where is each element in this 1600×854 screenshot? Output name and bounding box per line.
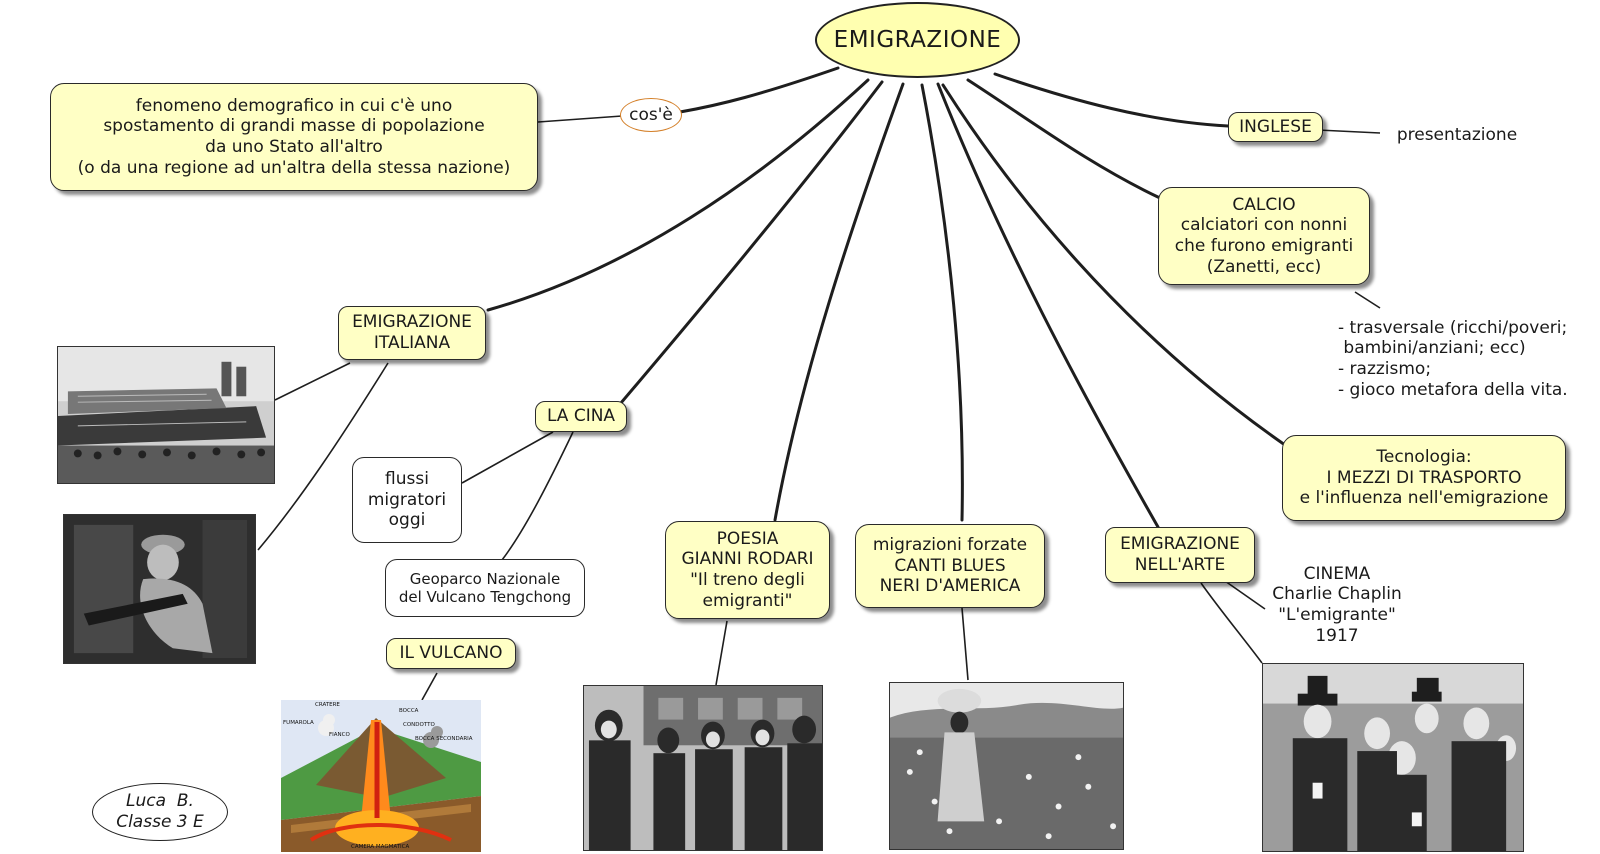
poesia-line-2: GIANNI RODARI <box>681 549 814 570</box>
link-root-tecnologia <box>941 83 1287 447</box>
calcio-note-1: - trasversale (ricchi/poveri; <box>1338 317 1568 338</box>
volcano-label-fumarola: FUMAROLA <box>283 720 314 726</box>
volcano-label-fianco: FIANCO <box>329 732 351 738</box>
arte-line-1: EMIGRAZIONE <box>1120 534 1240 555</box>
root-node-emigrazione[interactable]: EMIGRAZIONE <box>815 2 1020 78</box>
photo-train-emigrants <box>583 685 823 851</box>
presentazione-label: presentazione <box>1396 124 1518 145</box>
il-vulcano-node[interactable]: IL VULCANO <box>386 638 516 669</box>
canti-blues-node[interactable]: migrazioni forzate CANTI BLUES NERI D'AM… <box>855 524 1045 608</box>
tecnologia-node[interactable]: Tecnologia: I MEZZI DI TRASPORTO e l'inf… <box>1282 435 1566 521</box>
calcio-line-3: che furono emigranti <box>1174 236 1354 256</box>
photo-chaplin-emigrant <box>1262 663 1524 852</box>
link-poesia-photo <box>715 620 728 686</box>
poesia-line-4: emigranti" <box>702 590 793 611</box>
tecnologia-line-2: I MEZZI DI TRASPORTO <box>1326 467 1522 488</box>
volcano-label-bocca-secondaria: BOCCA SECONDARIA <box>415 736 473 742</box>
calcio-notes[interactable]: - trasversale (ricchi/poveri; bambini/an… <box>1338 313 1600 405</box>
root-label: EMIGRAZIONE <box>833 26 1002 53</box>
link-root-italiana <box>486 78 870 312</box>
italiana-line-1: EMIGRAZIONE <box>352 312 472 333</box>
blues-line-3: NERI D'AMERICA <box>879 576 1021 597</box>
calcio-note-3: - razzismo; <box>1338 359 1432 379</box>
link-root-calcio <box>966 78 1162 200</box>
link-cose-definition <box>537 115 623 123</box>
definition-line-2: spostamento di grandi masse di popolazio… <box>103 116 485 137</box>
author-line-2: Classe 3 E <box>116 812 204 832</box>
link-root-poesia <box>773 82 905 522</box>
cinema-line-2: Charlie Chaplin <box>1272 584 1402 605</box>
link-arte-photo <box>1200 582 1263 664</box>
link-arte-cinema <box>1224 580 1266 610</box>
poesia-line-3: "Il treno degli <box>690 570 805 590</box>
link-phrase-cose[interactable]: cos'è <box>620 98 682 132</box>
cinema-line-3: "L'emigrante" <box>1278 605 1396 625</box>
cinema-line-4: 1917 <box>1315 625 1359 646</box>
definition-line-1: fenomeno demografico in cui c'è uno <box>135 95 453 116</box>
la-cina-node[interactable]: LA CINA <box>535 401 627 432</box>
author-line-1: Luca B. <box>126 791 194 812</box>
cinema-node[interactable]: CINEMA Charlie Chaplin "L'emigrante" 191… <box>1262 560 1412 650</box>
tecnologia-line-1: Tecnologia: <box>1376 446 1472 467</box>
emigrazione-nell-arte-node[interactable]: EMIGRAZIONE NELL'ARTE <box>1105 527 1255 583</box>
il-vulcano-label: IL VULCANO <box>399 643 503 664</box>
flussi-line-2: migratori <box>367 489 447 510</box>
link-root-blues <box>920 83 964 522</box>
poesia-node[interactable]: POESIA GIANNI RODARI "Il treno degli emi… <box>665 521 830 619</box>
volcano-label-condotto: CONDOTTO <box>403 722 435 728</box>
definition-node[interactable]: fenomeno demografico in cui c'è uno spos… <box>50 83 538 191</box>
tecnologia-line-3: e l'influenza nell'emigrazione <box>1299 488 1549 509</box>
cinema-line-1: CINEMA <box>1303 563 1371 584</box>
blues-line-2: CANTI BLUES <box>894 555 1006 576</box>
inglese-label: INGLESE <box>1239 116 1312 137</box>
emigrazione-italiana-node[interactable]: EMIGRAZIONE ITALIANA <box>338 306 486 360</box>
calcio-line-1: CALCIO <box>1232 194 1296 215</box>
geoparco-line-1: Geoparco Nazionale <box>409 569 561 588</box>
geoparco-node[interactable]: Geoparco Nazionale del Vulcano Tengchong <box>385 559 585 617</box>
flussi-migratori-node[interactable]: flussi migratori oggi <box>352 457 462 543</box>
arte-line-2: NELL'ARTE <box>1134 555 1226 575</box>
flussi-line-3: oggi <box>388 510 426 531</box>
link-italiana-photo2 <box>257 362 389 551</box>
la-cina-label: LA CINA <box>546 406 616 427</box>
volcano-label-bocca: BOCCA <box>399 708 419 714</box>
link-phrase-label: cos'è <box>629 104 673 125</box>
calcio-note-4: - gioco metafora della vita. <box>1338 379 1568 400</box>
blues-line-1: migrazioni forzate <box>872 534 1028 555</box>
inglese-node[interactable]: INGLESE <box>1228 112 1323 142</box>
presentazione-node[interactable]: presentazione <box>1382 122 1532 148</box>
link-italiana-photo1 <box>274 362 351 401</box>
link-blues-photo <box>961 607 969 681</box>
poesia-line-1: POESIA <box>716 528 779 549</box>
flussi-line-1: flussi <box>385 468 429 489</box>
calcio-line-2: calciatori con nonni <box>1180 215 1348 236</box>
link-cina-geoparco <box>501 431 574 561</box>
link-root-cina <box>613 80 884 412</box>
volcano-diagram: CRATERE BOCCA FUMAROLA CONDOTTO FIANCO B… <box>281 700 481 852</box>
link-root-cose <box>678 66 840 114</box>
geoparco-line-2: del Vulcano Tengchong <box>398 588 572 606</box>
definition-line-3: da uno Stato all'altro <box>205 137 383 157</box>
calcio-note-2: bambini/anziani; ecc) <box>1338 338 1526 359</box>
link-cina-flussi <box>461 431 554 484</box>
photo-cotton-field <box>889 682 1124 850</box>
calcio-line-4: (Zanetti, ecc) <box>1206 256 1322 277</box>
italiana-line-2: ITALIANA <box>373 333 451 353</box>
photo-emigrant-ship <box>57 346 275 484</box>
photo-miner <box>63 514 256 664</box>
author-signature: Luca B. Classe 3 E <box>92 783 228 841</box>
link-root-arte <box>936 82 1160 529</box>
link-inglese-presentazione <box>1317 129 1381 134</box>
link-root-inglese <box>993 72 1230 128</box>
calcio-node[interactable]: CALCIO calciatori con nonni che furono e… <box>1158 187 1370 285</box>
link-vulcano-image <box>421 672 438 701</box>
volcano-label-camera: CAMERA MAGMATICA <box>351 844 410 850</box>
link-calcio-notes <box>1354 291 1381 309</box>
volcano-label-cratere: CRATERE <box>315 702 340 708</box>
definition-line-4: (o da una regione ad un'altra della stes… <box>77 157 511 178</box>
